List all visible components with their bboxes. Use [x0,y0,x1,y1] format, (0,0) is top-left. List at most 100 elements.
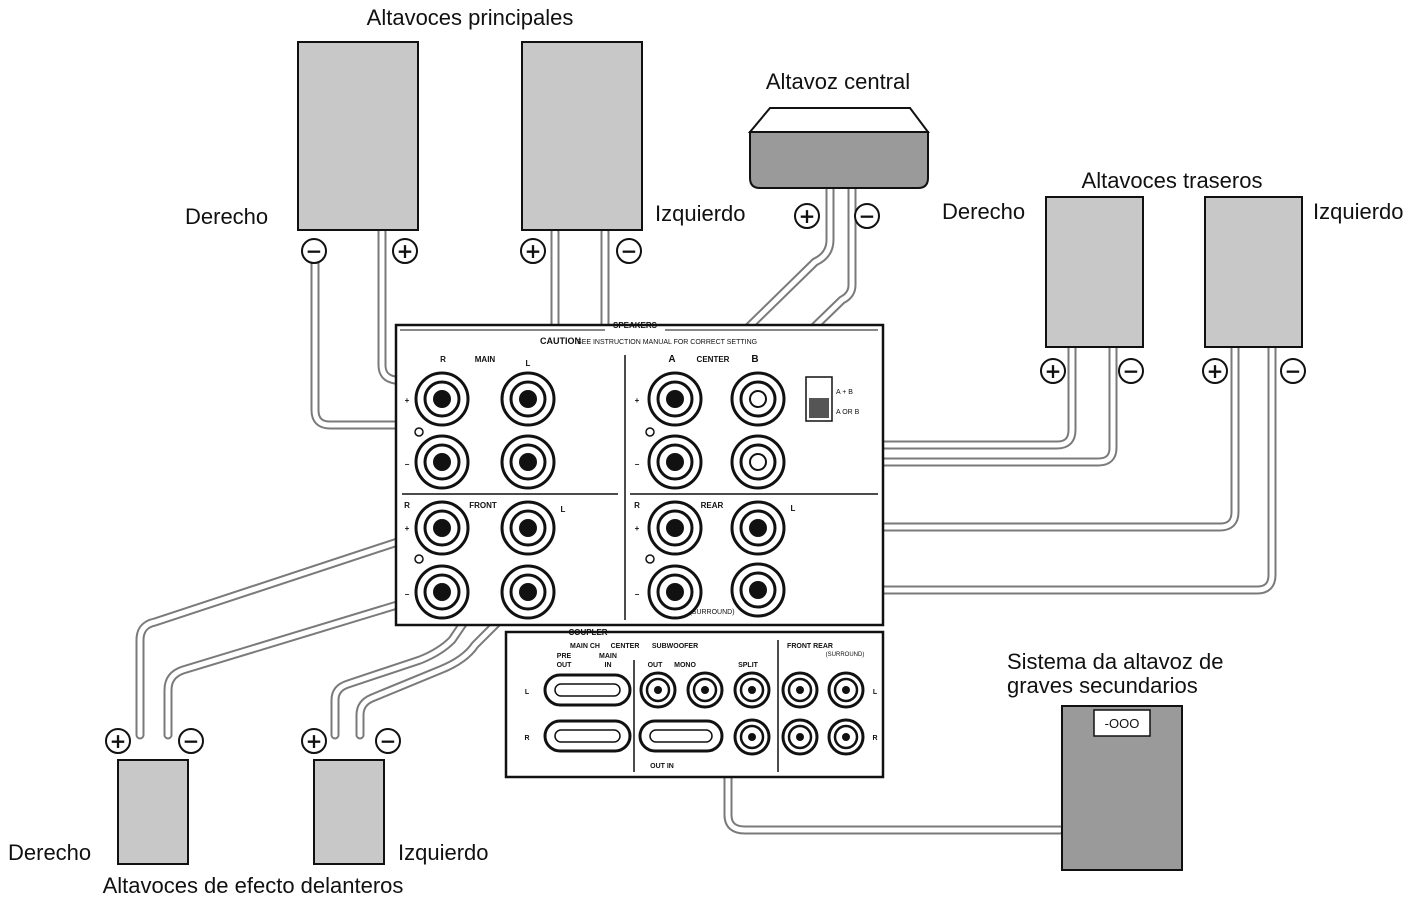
surround-small-label: (SURROUND) [826,652,865,658]
binding-post[interactable] [730,434,786,490]
center-speaker [749,131,929,189]
minus-mark: − [405,460,410,469]
rear-left-label: Izquierdo [1313,199,1404,224]
main-in-label-2: IN [605,662,612,669]
main-right-speaker [297,41,419,231]
pre-out-label-2: OUT [557,662,573,669]
binding-post[interactable] [500,371,556,427]
main-in-label-1: MAIN [599,653,617,660]
preout-l-label: L [525,689,530,696]
main-r-label: R [440,355,446,364]
preout-r-label: R [524,735,529,742]
main-right-label: Derecho [185,204,268,229]
rca-jack[interactable] [639,671,677,709]
rear-section-label: REAR [701,501,724,510]
front-section-label: FRONT [469,501,497,510]
rear-right-speaker [1045,196,1144,348]
center-col-label: CENTER [611,643,640,650]
plus-sign: + [1207,359,1224,383]
plus-sign: + [306,729,323,753]
minus-sign: − [306,239,323,263]
plus-mark: + [635,396,640,405]
minus-sign: − [1285,359,1302,383]
center-a-label: A [668,354,675,365]
caution-text: SEE INSTRUCTION MANUAL FOR CORRECT SETTI… [577,339,757,346]
binding-post[interactable] [647,500,703,556]
front-rear-label: FRONT REAR [787,643,833,650]
minus-sign: − [380,729,397,753]
pre-out-label-1: PRE [557,653,572,660]
binding-post[interactable] [730,371,786,427]
surround-label: (SURROUND) [689,609,734,616]
rear-speakers-title: Altavoces traseros [1082,168,1263,193]
main-speakers-title: Altavoces principales [367,5,574,30]
binding-posts [414,371,786,620]
rca-jack[interactable] [733,718,771,756]
panel-marker [645,427,655,437]
subwoofer-input-plate [1093,709,1151,737]
rca-jacks [639,671,865,756]
minus-sign: − [621,239,638,263]
polarity-markers: − + + − + − + − + − + − + − [105,203,1306,754]
binding-post[interactable] [647,371,703,427]
rca-jack[interactable] [781,671,819,709]
minus-mark: − [635,460,640,469]
binding-post[interactable] [730,500,786,556]
subwoofer-title-line2: graves secundarios [1007,673,1198,698]
rear-right-label: Derecho [942,199,1025,224]
panel-marker [414,554,424,564]
main-left-speaker [521,41,643,231]
main-speakers-group: Altavoces principales Derecho Izquierdo [185,5,746,231]
switch-aorb-label: A OR B [836,409,860,416]
binding-post[interactable] [647,564,703,620]
front-effect-speakers-title: Altavoces de efecto delanteros [103,873,404,898]
panel-marker [414,427,424,437]
binding-post[interactable] [500,434,556,490]
caution-label: CAUTION [540,336,581,346]
main-left-label: Izquierdo [655,201,746,226]
rear-l-label: L [791,504,796,513]
rear-left-speaker [1204,196,1303,348]
main-l-label: L [526,359,531,368]
binding-post[interactable] [730,562,786,618]
rca-jack[interactable] [827,671,865,709]
mono-label: MONO [674,662,696,669]
panel-marker [645,554,655,564]
center-speaker-top [747,107,930,133]
coupler-label: COUPLER [568,628,607,637]
plus-sign: + [525,239,542,263]
rca-jack[interactable] [686,671,724,709]
main-ch-label: MAIN CH [570,643,600,650]
plus-sign: + [110,729,127,753]
binding-post[interactable] [500,564,556,620]
front-effect-left-speaker [313,759,385,865]
subwoofer-input-label: -OOO [1105,716,1140,731]
binding-post[interactable] [500,500,556,556]
binding-post[interactable] [414,500,470,556]
front-effect-right-label: Derecho [8,840,91,865]
minus-sign: − [183,729,200,753]
rca-jack[interactable] [781,718,819,756]
center-section-label: CENTER [697,355,730,364]
plus-mark: + [405,524,410,533]
preout-r-label-right: R [872,735,877,742]
minus-sign: − [1123,359,1140,383]
switch-ab-label: A + B [836,389,853,396]
subwoofer-col-label: SUBWOOFER [652,643,698,650]
rear-r-label: R [634,501,640,510]
plus-mark: + [405,396,410,405]
binding-post[interactable] [647,434,703,490]
rca-jack[interactable] [733,671,771,709]
plus-sign: + [397,239,414,263]
split-label: SPLIT [738,662,759,669]
center-speaker-group: Altavoz central [747,69,930,189]
plus-mark: + [635,524,640,533]
binding-post[interactable] [414,564,470,620]
front-effect-right-speaker [117,759,189,865]
rca-jack[interactable] [827,718,865,756]
preout-l-label-right: L [873,689,878,696]
minus-sign: − [859,204,876,228]
binding-post[interactable] [414,371,470,427]
binding-post[interactable] [414,434,470,490]
front-r-label: R [404,501,410,510]
